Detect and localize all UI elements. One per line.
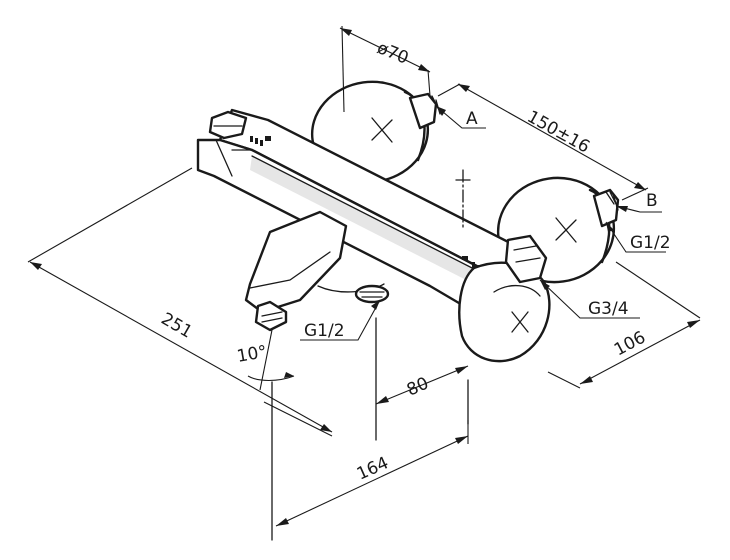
ref-a-label: A [466, 109, 478, 129]
dim-164-label: 164 [354, 453, 392, 484]
inlet-nut [504, 234, 548, 284]
dim-106-label: 106 [611, 328, 649, 361]
handle-centre-mark [511, 311, 529, 333]
dim-150-label: 150±16 [524, 107, 593, 158]
left-rosette-centre-mark [371, 117, 393, 143]
thread-inlet-label: G3/4 [588, 299, 629, 319]
right-rosette-centre-mark [555, 217, 577, 243]
dim-angle-10: 10° [235, 329, 295, 391]
thread-right-top-label: G1/2 [630, 233, 671, 253]
dim-diameter-70-label: ø70 [374, 38, 411, 69]
spout-aerator [254, 300, 288, 332]
leader-g12-right: G1/2 [605, 221, 671, 253]
leader-g12-outlet: G1/2 [300, 299, 381, 341]
dim-80-label: 80 [404, 373, 432, 400]
dim-164: 164 [275, 420, 469, 527]
angle-10-label: 10° [235, 342, 268, 367]
spout [244, 210, 390, 332]
thread-outlet-label: G1/2 [304, 321, 345, 341]
leader-g34: G3/4 [539, 279, 640, 319]
leader-b: B [615, 191, 662, 213]
leader-a: A [435, 105, 486, 129]
dim-80: 80 [375, 365, 469, 405]
shower-outlet [354, 284, 390, 304]
temperature-scale-left [250, 136, 271, 146]
centre-lines [271, 169, 471, 541]
thermostat-handle [458, 234, 551, 363]
ref-b-label: B [646, 191, 658, 211]
